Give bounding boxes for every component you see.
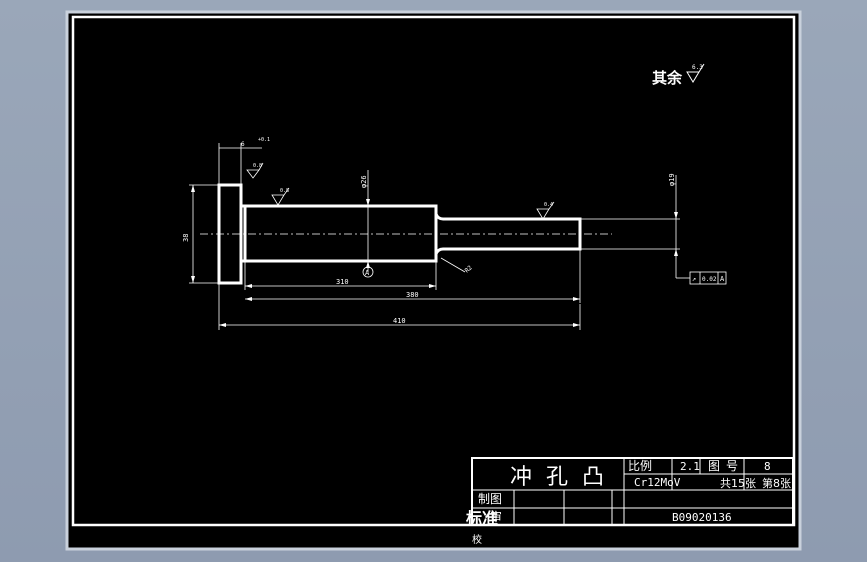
dimension-lines (189, 143, 690, 330)
datum-circle (362, 266, 374, 278)
dim-tip-diameter: φ19 (668, 173, 676, 186)
roughness-symbol-2 (536, 201, 555, 220)
datum-label: A (365, 269, 370, 277)
sheet-number: 第8张 (762, 476, 791, 490)
dim-head-diameter: 38 (182, 234, 190, 242)
standard-label: 标准 (465, 509, 498, 528)
part-name: 冲孔凸 (510, 465, 618, 490)
roughness-value-2: 0.4 (544, 202, 553, 208)
roughness-symbol-general: 6.3 (686, 63, 705, 83)
tolerance-symbol: ↗ (692, 275, 696, 283)
drawing-no-value: 8 (764, 460, 771, 473)
roughness-value-1: 0.8 (280, 188, 289, 194)
scale-label: 比例 (628, 459, 652, 473)
dim-body-length: 310 (336, 278, 349, 286)
drawing-frame (71, 15, 796, 527)
tolerance-value: 0.02 (702, 276, 717, 283)
dim-head-tolerance: +0.1 (258, 137, 270, 143)
dim-body-diameter: φ26 (360, 175, 368, 188)
tolerance-frame (689, 271, 727, 285)
dim-total-length: 410 (393, 317, 406, 325)
reviewed-label: 审 (490, 509, 502, 524)
svg-text:6.3: 6.3 (692, 64, 703, 71)
roughness-symbol-3 (246, 162, 264, 179)
dim-chamfer: R2 (464, 264, 474, 274)
sheet-border (65, 10, 802, 551)
title-block (471, 457, 794, 526)
dimension-arrows (191, 185, 678, 327)
punch-body (243, 204, 438, 263)
dim-head-height: 6 (241, 141, 245, 148)
roughness-value-3: 0.8 (253, 163, 262, 169)
drawing-sheet (67, 12, 800, 549)
sheet-total: 共15张 (720, 477, 756, 490)
finish-note: 其余 (652, 69, 683, 87)
tolerance-datum: A (720, 275, 725, 283)
dim-step-length: 380 (406, 291, 419, 299)
document-code: B09020136 (672, 511, 732, 524)
material: Cr12MoV (634, 476, 681, 489)
drawn-by-label: 制图 (478, 492, 502, 506)
drawing-no-label: 图号 (708, 459, 744, 473)
roughness-symbol-1 (271, 187, 290, 206)
scale-value: 2.1 (680, 460, 700, 473)
checked-label: 校 (472, 533, 482, 546)
